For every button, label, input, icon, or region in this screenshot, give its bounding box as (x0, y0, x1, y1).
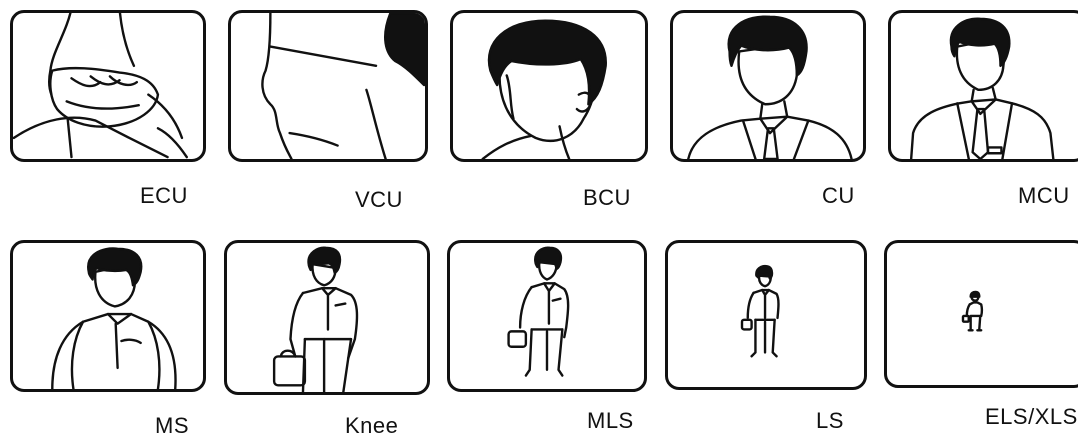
medium-close-chest-icon (909, 17, 1055, 159)
shot-label: MCU (1018, 183, 1070, 208)
shot-frame-mls (447, 240, 647, 392)
shot-label: ECU (140, 183, 188, 208)
medium-shot-waist-icon (51, 247, 177, 389)
shot-label: BCU (583, 185, 631, 210)
shot-frame-ms (10, 240, 206, 392)
hand-gripping-icon (13, 13, 188, 159)
shot-frame-mcu (888, 10, 1078, 162)
long-shot-figure-icon (740, 264, 780, 358)
shot-label: ELS/XLS (985, 404, 1078, 429)
shot-frame-bcu (450, 10, 648, 162)
shot-frame-knee (224, 240, 430, 395)
shot-frame-ecu (10, 10, 206, 162)
shot-frame-els-xls (884, 240, 1078, 388)
very-close-face-icon (261, 13, 425, 159)
medium-long-figure-icon (507, 246, 570, 377)
shot-frame-cu (670, 10, 866, 162)
big-close-head-icon (481, 19, 607, 159)
knee-shot-figure-icon (272, 246, 359, 392)
shot-frame-vcu (228, 10, 428, 162)
shot-label: Knee (345, 413, 399, 438)
extreme-long-figure-icon (961, 290, 984, 332)
shot-label: LS (816, 408, 844, 433)
shot-label: CU (822, 183, 855, 208)
shot-label: MS (155, 413, 189, 438)
shot-frame-ls (665, 240, 867, 390)
shot-label: VCU (355, 187, 403, 212)
shot-label: MLS (587, 408, 634, 433)
close-up-shoulders-icon (687, 15, 853, 159)
